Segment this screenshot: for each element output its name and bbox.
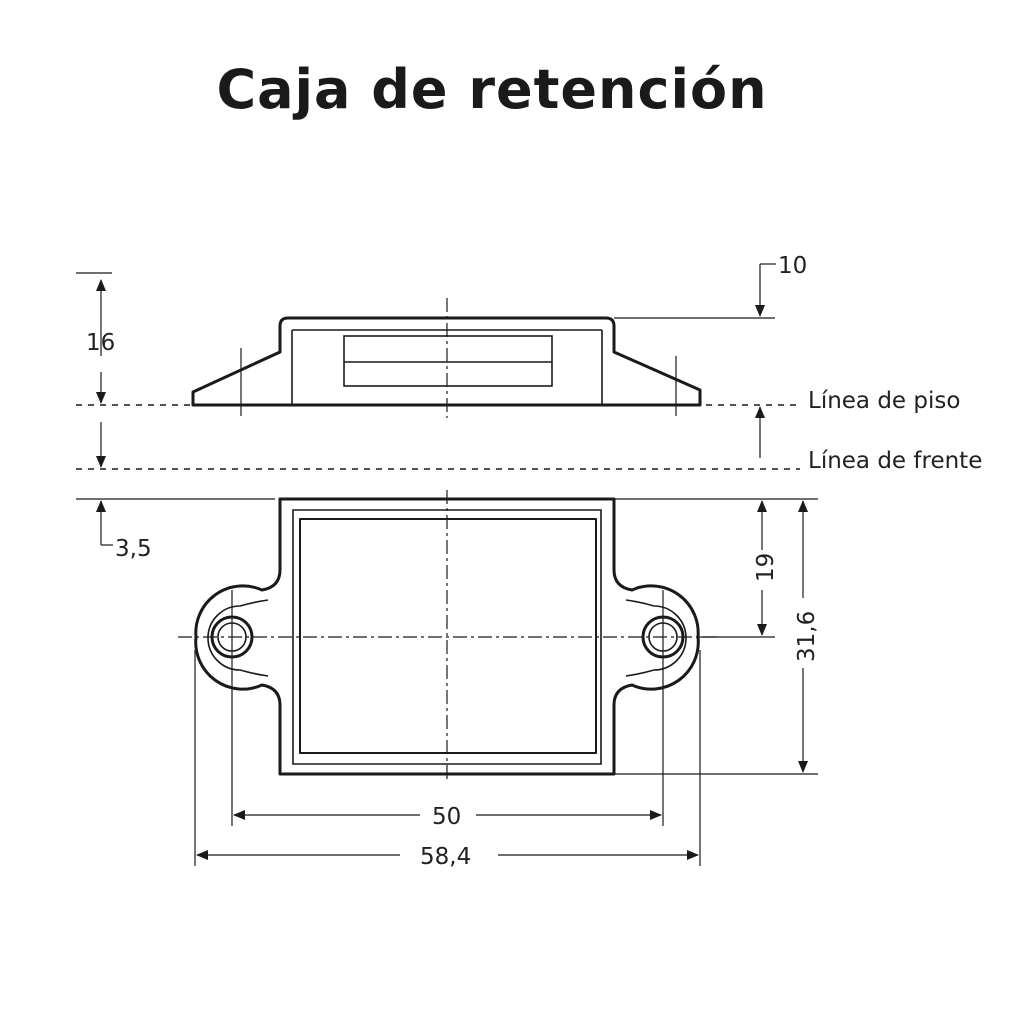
dimension-31-6-label: 31,6 [794, 611, 820, 662]
ear-contour-left [207, 599, 269, 677]
dimension-19: 19 [614, 498, 818, 638]
dimension-16-label: 16 [86, 330, 115, 356]
dimension-58-4-label: 58,4 [420, 844, 471, 870]
ear-contour-right [625, 599, 687, 677]
side-view-outline [191, 316, 702, 407]
front-view [178, 490, 720, 780]
dimension-16: 16 [76, 272, 115, 404]
front-inner-frame [292, 509, 602, 765]
side-view [191, 298, 702, 418]
dimension-31-6: 31,6 [614, 500, 820, 775]
front-line-label: Línea de frente [808, 448, 982, 474]
dimension-10: 10 [614, 253, 807, 458]
dimension-58-4: 58,4 [194, 650, 701, 870]
dimension-3-5: 3,5 [76, 422, 275, 562]
dimension-3-5-label: 3,5 [115, 536, 152, 562]
diagram-title: Caja de retención [216, 58, 768, 121]
dimension-50: 50 [231, 690, 664, 830]
dimension-10-label: 10 [778, 253, 807, 279]
dimension-19-label: 19 [753, 553, 779, 582]
floor-line-label: Línea de piso [808, 388, 960, 414]
front-window [299, 518, 597, 754]
dimension-50-label: 50 [432, 804, 461, 830]
side-window [343, 335, 553, 387]
